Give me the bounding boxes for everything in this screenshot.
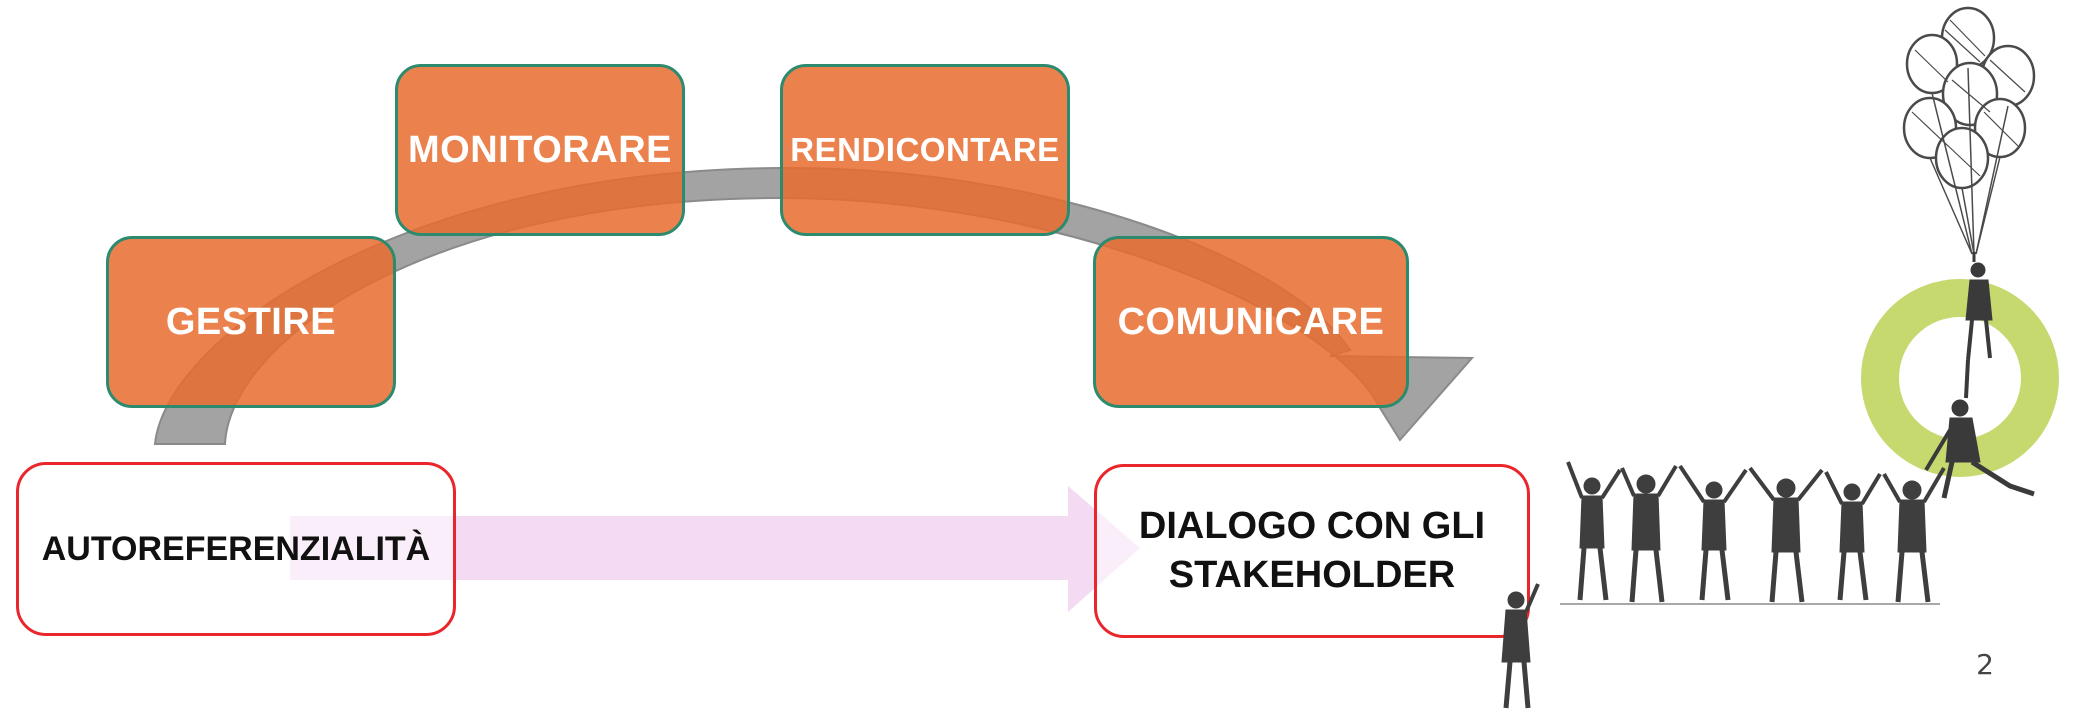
step-comunicare-label: COMUNICARE bbox=[1117, 300, 1385, 343]
step-monitorare-label: MONITORARE bbox=[408, 128, 672, 171]
step-rendicontare-label: RENDICONTARE bbox=[790, 131, 1060, 168]
state-end-box: DIALOGO CON GLI STAKEHOLDER bbox=[1094, 464, 1530, 638]
transition-arrow bbox=[290, 486, 1140, 612]
step-comunicare: COMUNICARE bbox=[1093, 236, 1409, 408]
balloons-icon bbox=[1902, 6, 2036, 255]
step-rendicontare: RENDICONTARE bbox=[780, 64, 1070, 236]
people-chain-icon bbox=[1501, 461, 1946, 709]
step-gestire-label: GESTIRE bbox=[165, 300, 337, 343]
step-gestire: GESTIRE bbox=[106, 236, 396, 408]
state-start-box: AUTOREFERENZIALITÀ bbox=[16, 462, 456, 636]
step-monitorare: MONITORARE bbox=[395, 64, 685, 236]
balloon-woman-icon bbox=[1965, 252, 1993, 361]
state-end-label: DIALOGO CON GLI STAKEHOLDER bbox=[1138, 504, 1486, 596]
state-start-label: AUTOREFERENZIALITÀ bbox=[41, 529, 431, 568]
hanging-man-icon bbox=[1924, 359, 2035, 499]
page-number: 2 bbox=[1976, 648, 1994, 681]
